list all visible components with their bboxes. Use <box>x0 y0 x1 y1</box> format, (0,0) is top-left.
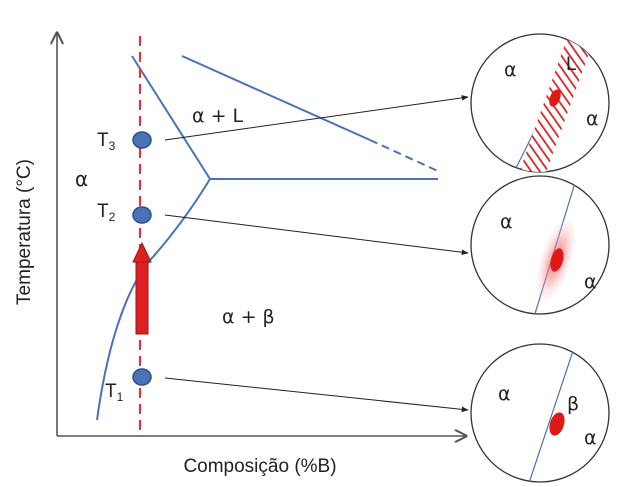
region-alpha-liquid-label: α + L <box>192 105 244 127</box>
circle-t2-alpha-left: α <box>500 211 513 233</box>
pointer-arrow-t1 <box>165 378 468 410</box>
x-axis-label: Composição (%B) <box>183 456 336 477</box>
pointer-arrow-t2 <box>165 215 468 253</box>
circle-t3-liquid-label: L <box>566 54 577 75</box>
liquidus-line-extrapolated <box>370 140 440 172</box>
point-t3 <box>133 132 151 148</box>
y-axis-label: Temperatura (°C) <box>14 159 35 305</box>
point-t1 <box>133 369 151 385</box>
circle-t1-alpha-left: α <box>498 383 511 405</box>
circle-t3-alpha-left: α <box>504 59 517 81</box>
heating-arrow <box>133 243 151 334</box>
label-t1: T1 <box>105 381 124 404</box>
region-alpha-beta-label: α + β <box>222 306 275 328</box>
liquidus-line <box>182 56 370 140</box>
label-t3: T3 <box>97 130 116 153</box>
circle-t1-alpha-right: α <box>584 427 597 449</box>
circle-t2-alpha-right: α <box>584 271 597 293</box>
microstructure-circle-t2: α α <box>471 160 609 330</box>
region-alpha-label: α <box>75 167 88 191</box>
point-t2 <box>133 207 151 223</box>
label-t2: T2 <box>97 201 116 224</box>
circle-t3-alpha-right: α <box>586 108 599 130</box>
microstructure-circle-t3: α α L <box>471 20 609 190</box>
circle-t1-beta-label: β <box>567 393 579 415</box>
microstructure-circle-t1: α α β <box>471 330 609 487</box>
